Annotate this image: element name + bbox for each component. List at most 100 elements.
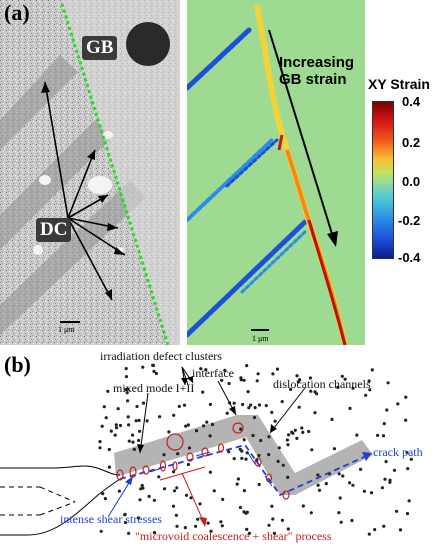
- colorbar-tick-2: 0.0: [402, 174, 421, 189]
- defect-cluster-dot: [210, 422, 215, 427]
- colorbar-tick-3: -0.2: [398, 213, 421, 228]
- defect-cluster-dot: [131, 433, 135, 437]
- defect-cluster-dot: [257, 403, 262, 407]
- defect-cluster-dot: [259, 438, 263, 443]
- defect-cluster-dot: [280, 518, 284, 522]
- defect-cluster-dot: [208, 470, 212, 474]
- defect-cluster-dot: [141, 486, 145, 490]
- defect-cluster-dot: [301, 430, 305, 434]
- defect-cluster-dot: [126, 415, 130, 419]
- defect-cluster-dot: [317, 488, 322, 492]
- defect-cluster-dot: [253, 406, 257, 410]
- defect-cluster-dot: [98, 440, 102, 444]
- defect-cluster-dot: [186, 423, 190, 427]
- defect-cluster-dot: [227, 450, 231, 454]
- defect-cluster-dot: [220, 524, 224, 528]
- colorbar-tick-0: 0.4: [402, 94, 421, 109]
- defect-cluster-dot: [151, 363, 156, 368]
- scale-bar-right-label: 1 μm: [252, 334, 269, 343]
- defect-cluster-dot: [183, 526, 187, 530]
- defect-cluster-dot: [152, 369, 156, 373]
- increasing-strain-label: Increasing GB strain: [279, 54, 354, 88]
- defect-cluster-dot: [158, 415, 162, 419]
- defect-cluster-dot: [275, 367, 280, 371]
- defect-cluster-dot: [337, 472, 341, 476]
- defect-cluster-dot: [338, 496, 342, 500]
- defect-cluster-dot: [409, 457, 413, 461]
- label-mixed-mode: mixed mode I+II: [113, 381, 195, 395]
- colorbar: [372, 101, 394, 259]
- defect-cluster-dot: [132, 447, 136, 451]
- defect-cluster-dot: [396, 402, 400, 406]
- defect-cluster-dot: [208, 434, 212, 438]
- defect-cluster-dot: [152, 531, 157, 535]
- defect-cluster-dot: [247, 406, 251, 410]
- defect-cluster-dot: [267, 523, 271, 527]
- defect-cluster-dot: [307, 429, 311, 434]
- defect-cluster-dot: [238, 447, 242, 451]
- defect-cluster-dot: [100, 424, 104, 428]
- defect-cluster-dot: [238, 505, 242, 510]
- defect-cluster-dot: [219, 520, 223, 524]
- label-crack-path: crack path: [373, 445, 423, 459]
- defect-cluster-dot: [239, 427, 243, 431]
- defect-cluster-dot: [127, 423, 131, 427]
- defect-cluster-dot: [147, 494, 151, 498]
- defect-cluster-dot: [134, 419, 138, 423]
- defect-cluster-dot: [236, 477, 240, 481]
- defect-cluster-dot: [369, 491, 374, 495]
- defect-cluster-dot: [118, 423, 123, 428]
- microvoids: [116, 422, 290, 500]
- defect-cluster-dot: [383, 477, 387, 481]
- label-dislocation-channels: dislocation channels: [273, 377, 371, 391]
- defect-cluster-dot: [172, 413, 176, 417]
- defect-cluster-dot: [135, 404, 139, 409]
- defect-cluster-dot: [316, 473, 320, 477]
- defect-cluster-dot: [245, 510, 249, 514]
- defect-cluster-dot: [257, 482, 261, 487]
- defect-cluster-dot: [247, 531, 251, 535]
- defect-cluster-dot: [198, 502, 202, 506]
- defect-cluster-dot: [171, 504, 176, 508]
- defect-cluster-dot: [138, 429, 142, 433]
- defect-cluster-dot: [336, 385, 340, 389]
- defect-cluster-dot: [385, 408, 389, 412]
- defect-cluster-dot: [405, 512, 410, 516]
- defect-cluster-dot: [406, 467, 410, 471]
- defect-cluster-dot: [341, 474, 345, 478]
- crack-notch: [0, 465, 121, 536]
- defect-cluster-dot: [107, 447, 111, 452]
- defect-cluster-dot: [109, 429, 113, 433]
- defect-cluster-dot: [123, 520, 128, 525]
- defect-cluster-dot: [276, 459, 280, 463]
- label-intense-shear-stresses: intense shear stresses: [60, 512, 162, 526]
- defect-cluster-dot: [152, 498, 156, 502]
- defect-cluster-dot: [239, 378, 243, 382]
- defect-cluster-dot: [315, 392, 319, 396]
- defect-cluster-dot: [194, 429, 199, 433]
- defect-cluster-dot: [101, 492, 105, 496]
- defect-cluster-dot: [404, 395, 408, 399]
- defect-cluster-dot: [103, 497, 107, 501]
- label-microvoid-coalescence: "microvoid coalescence + shear" process: [135, 529, 332, 543]
- defect-cluster-dot: [157, 475, 161, 479]
- defect-cluster-dot: [308, 376, 312, 380]
- defect-cluster-dot: [272, 531, 276, 535]
- defect-cluster-dot: [367, 532, 371, 536]
- defect-cluster-dot: [348, 481, 352, 485]
- defect-cluster-dot: [246, 390, 250, 394]
- defect-cluster-dot: [251, 433, 255, 438]
- defect-cluster-dot: [245, 364, 249, 368]
- defect-cluster-dot: [286, 527, 290, 531]
- defect-cluster-dot: [297, 405, 301, 409]
- defect-cluster-dot: [241, 402, 245, 407]
- defect-cluster-dot: [223, 368, 227, 372]
- defect-cluster-dot: [348, 406, 352, 410]
- defect-cluster-dot: [301, 504, 305, 508]
- defect-cluster-dot: [270, 504, 274, 508]
- defect-cluster-dot: [256, 372, 260, 376]
- gb-label: GB: [82, 36, 118, 60]
- defect-cluster-dot: [123, 513, 127, 517]
- defect-cluster-dot: [373, 528, 377, 532]
- colorbar-title: XY Strain: [368, 76, 430, 92]
